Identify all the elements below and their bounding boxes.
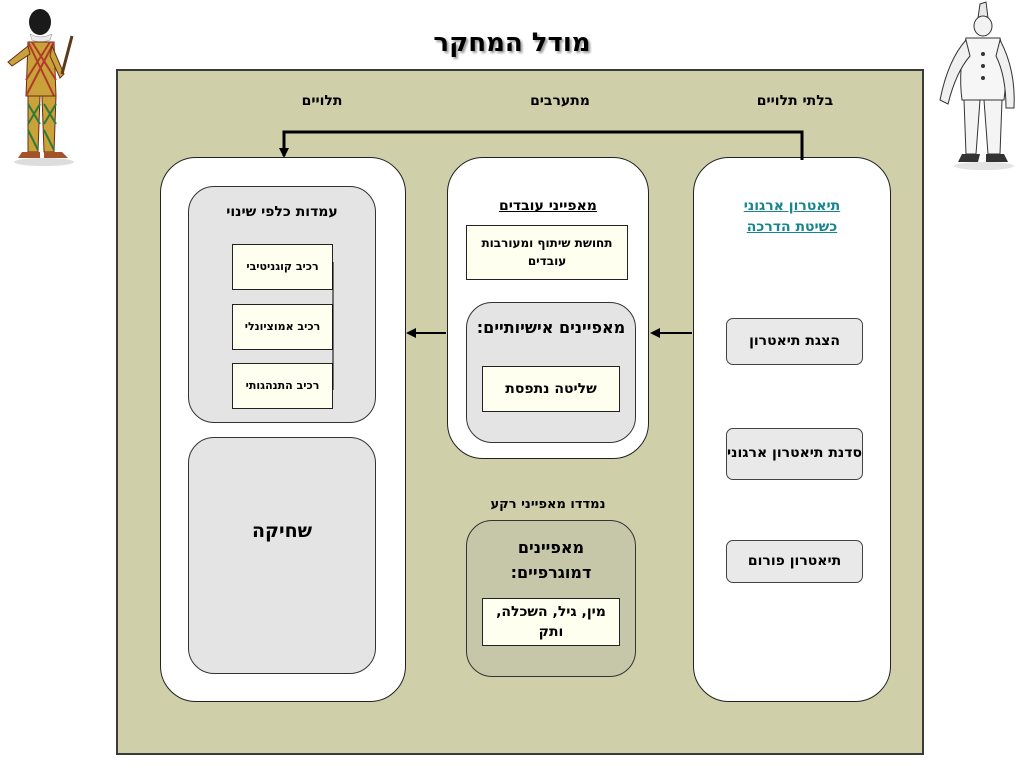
background-label: נמדדו מאפייני רקע [490,497,606,512]
independent-heading-line2: כשיטת הדרכה [746,219,838,235]
engagement-box: תחושת שיתוף ומעורבות עובדים [466,225,628,280]
burnout-box [188,437,376,674]
pierrot-figure-image [939,1,1015,170]
personal-characteristics-title: מאפיינים אישיותיים: [476,318,626,337]
theatre-performance-box: הצגת תיאטרון [726,318,863,365]
emotional-component-box: רכיב אמוציונלי [232,304,333,350]
burnout-label: שחיקה [251,520,313,542]
column-header-mediating: מתערבים [530,93,590,109]
demographic-items-box: מין, גיל, השכלה, ותק [482,598,620,646]
theatre-workshop-box: סדנת תיאטרון ארגוני [726,428,863,480]
diagram-title: מודל המחקר [433,28,591,58]
top-connector-arrow [279,130,804,160]
column-header-independent: בלתי תלויים [756,93,834,109]
attitudes-title: עמדות כלפי שינוי [226,204,338,220]
column-header-dependent: תלויים [301,93,343,109]
independent-heading-line1: תיאטרון ארגוני [743,198,841,214]
harlequin-figure-image [7,9,74,166]
independent-heading: תיאטרון ארגוני כשיטת הדרכה [710,196,874,238]
behavioral-component-box: רכיב התנהגותי [232,363,333,409]
forum-theatre-box: תיאטרון פורום [726,540,863,583]
employee-characteristics-heading: מאפייני עובדים [499,198,597,214]
perceived-control-box: שליטה נתפסת [482,366,620,412]
demographic-title: מאפיינים דמוגרפיים: [510,538,592,582]
